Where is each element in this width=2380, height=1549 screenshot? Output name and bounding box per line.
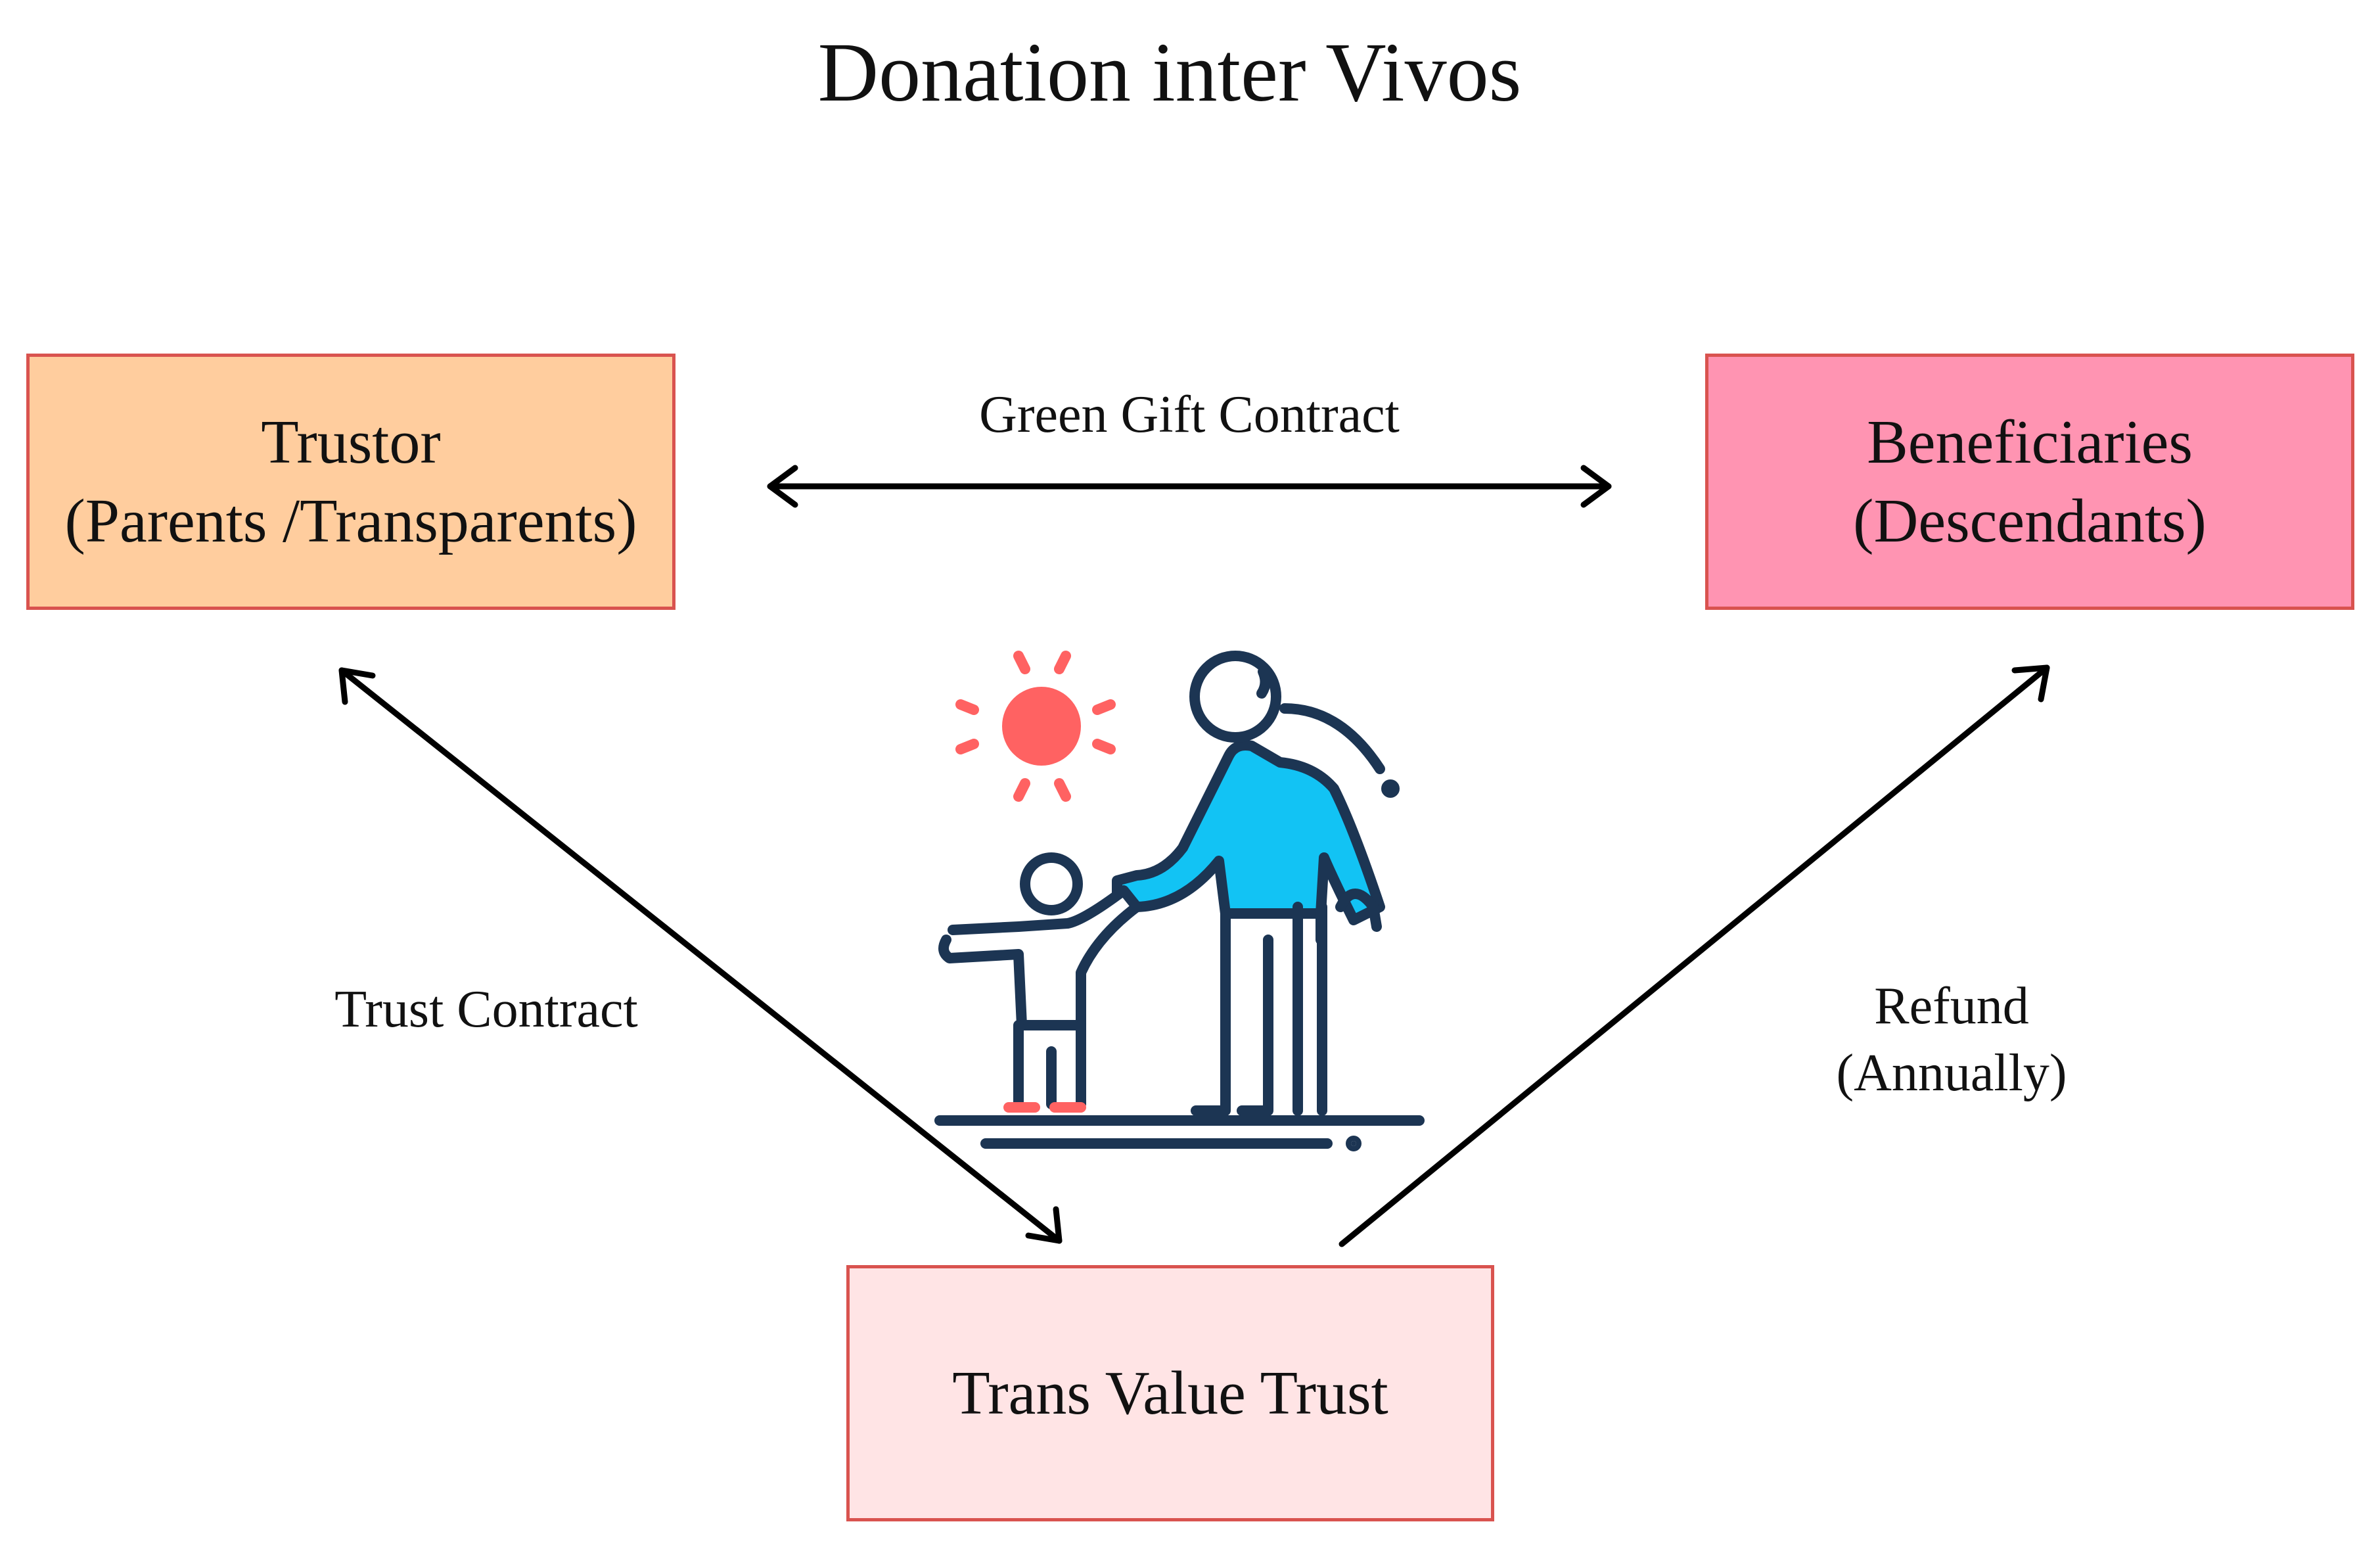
refund-arrowhead: [2011, 664, 2050, 703]
trustor-title: Trustor: [261, 408, 441, 476]
refund-label-line2: (Annually): [1836, 1044, 2067, 1102]
refund-label: Refund (Annually): [1774, 973, 2129, 1107]
beneficiaries-subtitle: (Descendants): [1853, 487, 2207, 555]
trustor-box: Trustor (Parents /Transparents): [26, 354, 675, 610]
trust-contract-label: Trust Contract: [334, 981, 638, 1038]
grandparent-child-walking-icon: [934, 651, 1425, 1151]
trust-title: Trans Value Trust: [952, 1359, 1388, 1427]
trust-arrowhead-top: [338, 667, 376, 705]
child-figure: [938, 852, 1142, 1113]
gift-contract-label: Green Gift Contract: [979, 386, 1400, 444]
diagram-title: Donation inter Vivos: [817, 26, 1522, 119]
refund-label-line1: Refund: [1874, 977, 2029, 1035]
sun-icon: [955, 651, 1116, 802]
gift-arrowhead-left: [767, 465, 798, 508]
trustor-subtitle: (Parents /Transparents): [64, 487, 637, 555]
ground-lines: [934, 1115, 1425, 1151]
elder-figure: [1112, 651, 1400, 1116]
trust-arrowhead-bottom: [1025, 1206, 1063, 1244]
gift-arrowhead-right: [1580, 465, 1612, 508]
beneficiaries-title: Beneficiaries: [1867, 408, 2193, 476]
beneficiaries-box: Beneficiaries (Descendants): [1705, 354, 2354, 610]
trust-box: Trans Value Trust: [846, 1265, 1494, 1521]
